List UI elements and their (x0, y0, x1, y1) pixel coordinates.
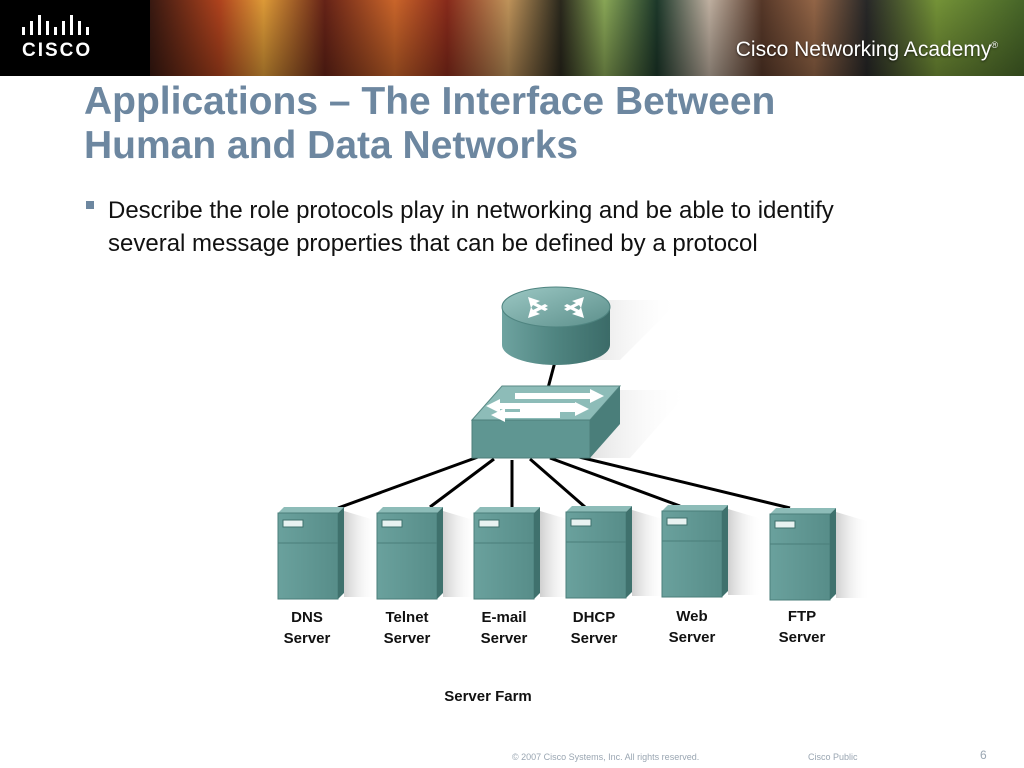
server-label-dhcp-line2: Server (571, 630, 618, 647)
server-label-ftp-line2: Server (779, 629, 826, 646)
server-web-icon (661, 505, 762, 598)
server-labels: DNS Server Telnet Server E-mail Server D… (284, 608, 826, 705)
slide-title: Applications – The Interface Between Hum… (84, 80, 984, 168)
server-label-email-line2: Server (481, 630, 528, 647)
server-label-telnet-line1: Telnet (385, 609, 428, 626)
footer-classification: Cisco Public (808, 752, 858, 762)
link-switch-telnet (429, 457, 495, 509)
server-label-dhcp-line1: DHCP (573, 609, 616, 626)
server-label-web-line1: Web (676, 608, 707, 625)
server-telnet-icon (376, 507, 477, 600)
academy-brand: Cisco Networking Academy® (736, 38, 998, 62)
server-dhcp-icon (565, 506, 666, 599)
title-line-2: Human and Data Networks (84, 124, 579, 167)
square-bullet-icon (86, 201, 94, 209)
title-line-1: Applications – The Interface Between (84, 80, 776, 123)
server-label-telnet-line2: Server (384, 630, 431, 647)
server-label-dns-line1: DNS (291, 609, 323, 626)
header-banner: CISCO Cisco Networking Academy® (0, 0, 1024, 76)
server-email-icon (473, 507, 574, 600)
academy-text: Cisco Networking Academy (735, 38, 992, 61)
router-icon (501, 286, 680, 365)
server-ftp-icon (769, 508, 870, 601)
bullet-text: Describe the role protocols play in netw… (108, 197, 834, 257)
cisco-logo-text: CISCO (22, 40, 93, 61)
server-label-web-line2: Server (669, 629, 716, 646)
server-label-dns-line2: Server (284, 630, 331, 647)
diagram-caption: Server Farm (444, 688, 532, 705)
footer-copyright: © 2007 Cisco Systems, Inc. All rights re… (512, 752, 700, 762)
server-dns-icon (277, 507, 378, 600)
link-switch-dhcp (529, 457, 586, 509)
server-label-ftp-line1: FTP (788, 608, 816, 625)
link-switch-ftp (574, 454, 791, 510)
switch-icon (470, 385, 690, 459)
cisco-logo: CISCO (0, 0, 150, 76)
page-number: 6 (980, 748, 987, 762)
cisco-bridge-icon (22, 15, 89, 35)
student-photo-strip (150, 0, 1024, 76)
network-links (337, 357, 791, 510)
link-switch-dns (337, 455, 479, 510)
registered-mark: ® (991, 40, 998, 50)
server-label-email-line1: E-mail (481, 609, 526, 626)
link-switch-web (549, 456, 681, 508)
